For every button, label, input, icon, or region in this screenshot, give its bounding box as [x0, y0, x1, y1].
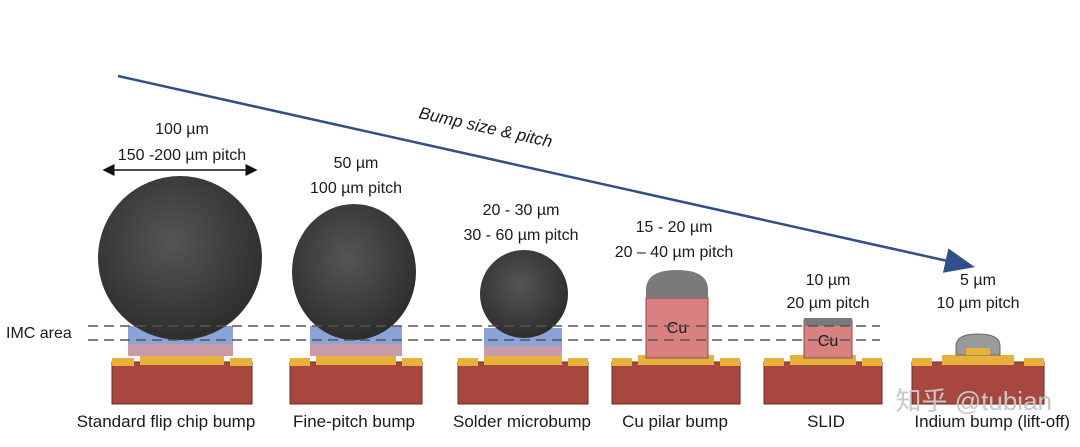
bump-indium	[911, 333, 1045, 405]
pitch-label: 20 µm pitch	[786, 295, 869, 312]
imc-layer-pink	[310, 344, 402, 356]
watermark: 知乎 @tubian	[896, 386, 1052, 416]
bump-name-label: Standard flip chip bump	[77, 412, 256, 431]
pad	[638, 355, 714, 365]
bump-name-label: Indium bump (lift-off)	[914, 412, 1070, 431]
pillar-label: Cu	[818, 333, 838, 350]
pad	[912, 358, 932, 366]
bump-standard-flip-chip	[98, 164, 262, 405]
pad	[140, 355, 224, 365]
pad	[862, 358, 882, 366]
pad	[942, 355, 1014, 365]
solder-ball	[480, 250, 568, 338]
indium-gold-layer	[966, 348, 990, 355]
substrate	[763, 361, 883, 405]
bump-solder-microbump	[457, 250, 589, 405]
solder-cap	[646, 270, 708, 298]
substrate	[111, 361, 253, 405]
size-label: 5 µm	[960, 272, 996, 289]
pad	[612, 358, 632, 366]
pad	[230, 358, 252, 366]
bump-fine-pitch	[289, 204, 423, 405]
imc-layer-pink	[128, 344, 233, 356]
pitch-label: 30 - 60 µm pitch	[463, 227, 578, 244]
imc-cap	[804, 318, 852, 326]
substrate	[289, 361, 423, 405]
pad	[290, 358, 310, 366]
pad	[568, 358, 588, 366]
pitch-label: 20 – 40 µm pitch	[615, 244, 734, 261]
size-label: 100 µm	[155, 121, 209, 138]
pitch-label: 100 µm pitch	[310, 180, 402, 197]
bump-name-label: SLID	[807, 412, 845, 431]
pad	[458, 358, 478, 366]
pad	[764, 358, 784, 366]
bump-name-label: Cu pilar bump	[622, 412, 728, 431]
pad	[112, 358, 134, 366]
size-label: 20 - 30 µm	[483, 202, 560, 219]
pad	[402, 358, 422, 366]
pad	[484, 355, 562, 365]
substrate	[911, 361, 1045, 405]
pad	[316, 355, 396, 365]
pad	[720, 358, 740, 366]
size-label: 15 - 20 µm	[636, 219, 713, 236]
pitch-label: 150 -200 µm pitch	[118, 147, 246, 164]
bump-cu-pillar: Cu	[611, 270, 741, 405]
substrate	[611, 361, 741, 405]
size-label: 10 µm	[806, 272, 851, 289]
imc-layer-pink	[484, 346, 562, 356]
trend-title: Bump size & pitch	[417, 103, 554, 151]
pad	[1024, 358, 1044, 366]
pillar-label: Cu	[667, 320, 687, 337]
bump-slid: Cu	[763, 318, 883, 405]
pitch-label: 10 µm pitch	[936, 295, 1019, 312]
trend-arrow	[117, 74, 975, 273]
bump-name-label: Fine-pitch bump	[293, 412, 415, 431]
imc-area-label: IMC area	[6, 325, 72, 342]
substrate	[457, 361, 589, 405]
pad	[790, 355, 856, 365]
size-label: 50 µm	[334, 155, 379, 172]
bump-name-label: Solder microbump	[453, 412, 591, 431]
solder-ball	[292, 204, 416, 340]
copper-pillar	[645, 297, 709, 359]
solder-ball	[98, 176, 262, 340]
